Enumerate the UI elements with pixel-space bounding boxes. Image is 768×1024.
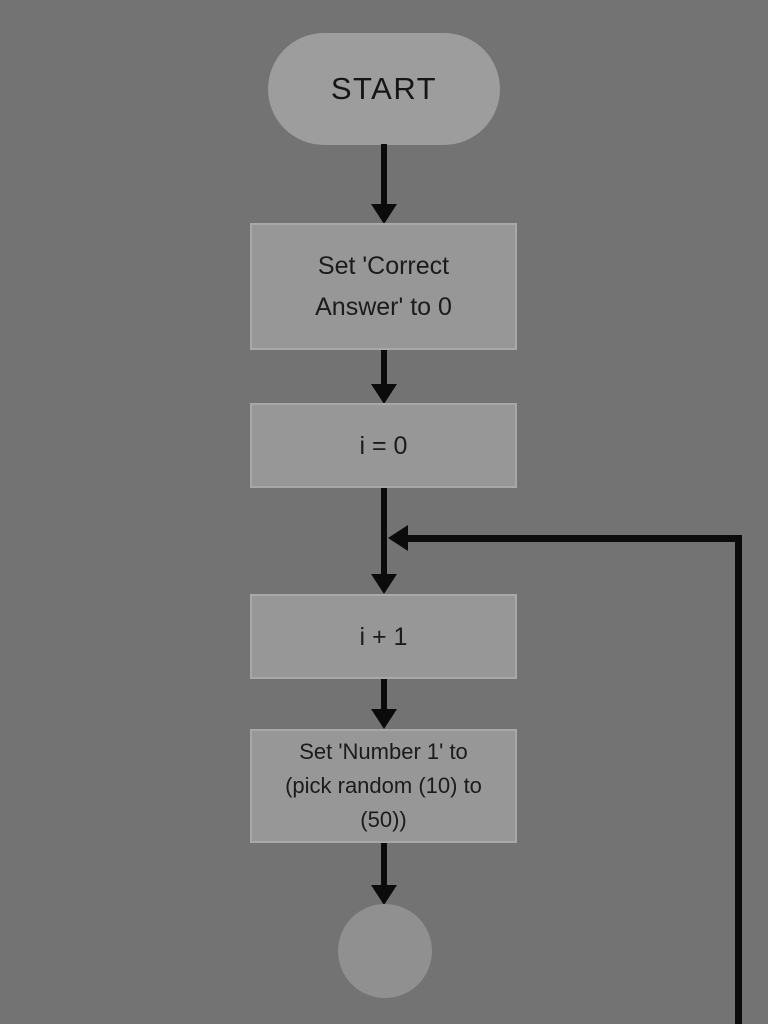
node-start-label: START <box>330 71 438 106</box>
node-set-number-1: Set 'Number 1' to (pick random (10) to (… <box>250 729 517 843</box>
arrowhead-down-icon <box>371 885 397 905</box>
node-end-connector-circle <box>338 904 432 998</box>
node-set-correct-answer-label: Set 'Correct Answer' to 0 <box>315 251 452 321</box>
arrowhead-down-icon <box>371 574 397 594</box>
arrow-line-increment-to-set-number <box>381 679 387 711</box>
arrowhead-down-icon <box>371 384 397 404</box>
node-increment-i: i + 1 <box>250 594 517 679</box>
node-set-correct-answer: Set 'Correct Answer' to 0 <box>250 223 517 350</box>
arrow-line-init-to-increment <box>381 488 387 576</box>
arrow-line-start-to-set-correct <box>381 144 387 206</box>
arrow-line-set-number-to-connector <box>381 843 387 887</box>
arrowhead-left-icon <box>388 525 408 551</box>
node-start-terminator: START <box>268 33 500 145</box>
arrowhead-down-icon <box>371 204 397 224</box>
arrow-line-set-correct-to-init <box>381 350 387 386</box>
node-init-i: i = 0 <box>250 403 517 488</box>
node-set-number-1-label: Set 'Number 1' to (pick random (10) to (… <box>285 739 482 832</box>
node-increment-i-label: i + 1 <box>359 622 408 651</box>
loop-back-horizontal-line <box>407 535 742 542</box>
node-init-i-label: i = 0 <box>359 431 408 460</box>
arrowhead-down-icon <box>371 709 397 729</box>
loop-back-vertical-line <box>735 535 742 1024</box>
